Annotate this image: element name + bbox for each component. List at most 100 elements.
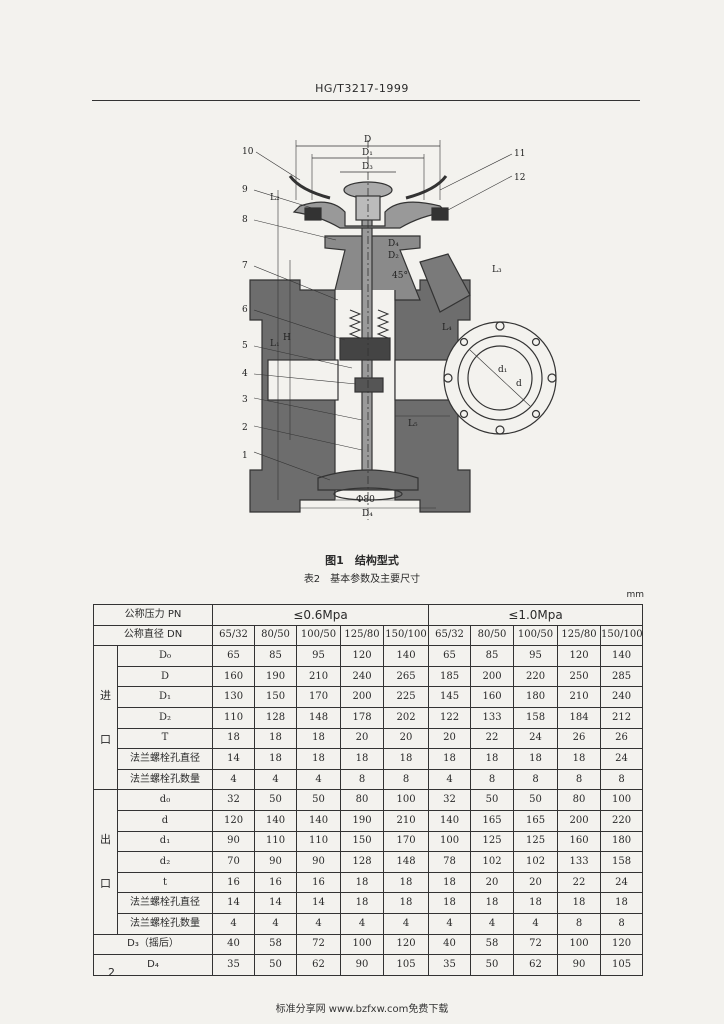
value-cell: 72 <box>296 933 342 956</box>
part-number: 3 <box>242 395 248 405</box>
value-cell: 4 <box>428 768 472 791</box>
value-cell: 24 <box>600 871 644 894</box>
footer-text: 标准分享网 www.bzfxw.com免费下载 <box>275 1004 449 1015</box>
value-cell: 180 <box>600 830 644 853</box>
value-cell: 170 <box>383 830 430 853</box>
row-label: d₁ <box>116 830 214 853</box>
dn-cell: 125/80 <box>557 624 602 647</box>
value-cell: 16 <box>254 871 298 894</box>
value-cell: 133 <box>557 851 602 873</box>
value-cell: 8 <box>600 912 644 935</box>
value-cell: 128 <box>340 851 385 873</box>
value-cell: 265 <box>383 665 430 688</box>
value-cell: 105 <box>383 954 430 976</box>
value-cell: 26 <box>557 727 602 750</box>
value-cell: 120 <box>383 933 430 956</box>
value-cell: 128 <box>254 706 298 729</box>
value-cell: 18 <box>254 748 298 770</box>
value-cell: 18 <box>383 871 430 894</box>
value-cell: 95 <box>296 645 342 667</box>
value-cell: 58 <box>470 933 515 956</box>
row-label: 法兰螺栓孔数量 <box>116 768 214 791</box>
value-cell: 200 <box>340 686 385 708</box>
value-cell: 26 <box>600 727 644 750</box>
value-cell: 140 <box>428 809 472 832</box>
value-cell: 145 <box>428 686 472 708</box>
value-cell: 80 <box>557 789 602 811</box>
value-cell: 100 <box>428 830 472 853</box>
unit-label: mm <box>626 590 644 600</box>
value-cell: 220 <box>600 809 644 832</box>
dim-label: L₅ <box>408 419 418 429</box>
value-cell: 50 <box>254 789 298 811</box>
pn-row: 公称压力 PN ≤0.6Mpa ≤1.0Mpa <box>92 604 644 626</box>
value-cell: 18 <box>383 892 430 914</box>
row-label: 法兰螺栓孔直径 <box>116 748 214 770</box>
row-label: d₀ <box>116 789 214 811</box>
value-cell: 18 <box>557 892 602 914</box>
part-number: 8 <box>242 215 248 225</box>
row-label: d₂ <box>116 851 214 873</box>
dim-label: D₄ <box>388 239 399 249</box>
value-cell: 4 <box>340 912 385 935</box>
dn-cell: 80/50 <box>254 624 298 647</box>
part-number: 12 <box>514 173 525 183</box>
value-cell: 180 <box>513 686 559 708</box>
part-number: 1 <box>242 451 248 461</box>
value-cell: 165 <box>470 809 515 832</box>
value-cell: 20 <box>340 727 385 750</box>
value-cell: 4 <box>212 912 256 935</box>
value-cell: 102 <box>513 851 559 873</box>
value-cell: 120 <box>340 645 385 667</box>
value-cell: 18 <box>340 748 385 770</box>
value-cell: 50 <box>470 789 515 811</box>
part-number: 9 <box>242 185 248 195</box>
dim-label: L₄ <box>442 323 452 333</box>
value-cell: 4 <box>296 768 342 791</box>
value-cell: 22 <box>470 727 515 750</box>
value-cell: 140 <box>254 809 298 832</box>
row-label: 法兰螺栓孔数量 <box>116 912 214 935</box>
value-cell: 20 <box>428 727 472 750</box>
dim-label: d₁ <box>498 365 507 375</box>
value-cell: 8 <box>557 912 602 935</box>
value-cell: 18 <box>383 748 430 770</box>
value-cell: 120 <box>212 809 256 832</box>
value-cell: 170 <box>296 686 342 708</box>
value-cell: 14 <box>296 892 342 914</box>
value-cell: 8 <box>383 768 430 791</box>
value-cell: 125 <box>513 830 559 853</box>
value-cell: 4 <box>254 768 298 791</box>
value-cell: 18 <box>600 892 644 914</box>
value-cell: 78 <box>428 851 472 873</box>
value-cell: 14 <box>212 748 256 770</box>
value-cell: 90 <box>212 830 256 853</box>
value-cell: 160 <box>470 686 515 708</box>
value-cell: 4 <box>513 912 559 935</box>
value-cell: 130 <box>212 686 256 708</box>
value-cell: 158 <box>600 851 644 873</box>
value-cell: 18 <box>470 748 515 770</box>
value-cell: 18 <box>513 748 559 770</box>
value-cell: 150 <box>340 830 385 853</box>
dim-label: D₁ <box>362 148 373 158</box>
value-cell: 125 <box>470 830 515 853</box>
dn-row: 公称直径 DN 65/32 80/50 100/50 125/80 150/10… <box>92 624 644 647</box>
dn-label: 公称直径 DN <box>92 624 214 647</box>
value-cell: 20 <box>513 871 559 894</box>
part-number: 10 <box>242 147 254 157</box>
value-cell: 4 <box>254 912 298 935</box>
pn-label: 公称压力 PN <box>92 604 214 626</box>
value-cell: 8 <box>557 768 602 791</box>
value-cell: 62 <box>513 954 559 976</box>
value-cell: 120 <box>600 933 644 956</box>
value-cell: 18 <box>254 727 298 750</box>
dn-cell: 65/32 <box>428 624 472 647</box>
row-label: D <box>116 665 214 688</box>
